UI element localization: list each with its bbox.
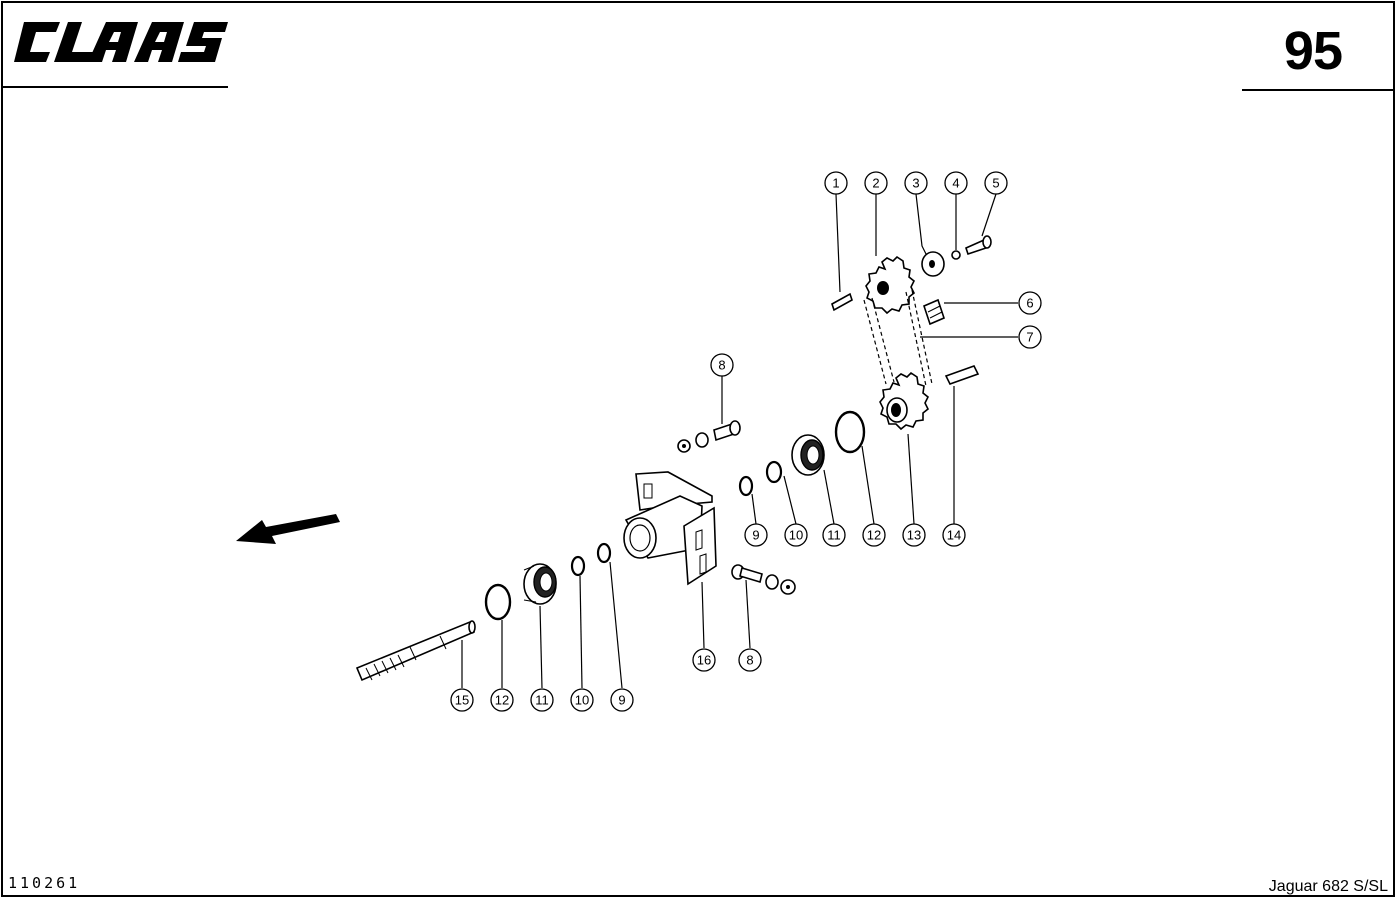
key-14 [944, 365, 980, 385]
callout-label: 8 [718, 358, 725, 373]
callout-label: 15 [455, 693, 469, 708]
callout-10-lower: 10 [570, 688, 594, 712]
circlip-9-upper [738, 475, 754, 497]
callout-label: 6 [1026, 296, 1033, 311]
callout-16: 16 [692, 648, 716, 672]
callout-9-lower: 9 [610, 688, 634, 712]
callout-label: 12 [495, 693, 509, 708]
callout-label: 1 [832, 176, 839, 191]
bearing-housing-part [623, 471, 717, 586]
claas-logo [14, 22, 228, 62]
bolt-set-8-upper [677, 420, 741, 453]
shaft-part [355, 620, 476, 682]
leader-lines [461, 193, 1018, 689]
ring-10-upper [765, 460, 783, 484]
callout-label: 12 [867, 528, 881, 543]
arrow-left-icon [236, 514, 340, 544]
callout-12-upper: 12 [862, 523, 886, 547]
callout-1: 1 [824, 171, 848, 195]
callout-7: 7 [1018, 325, 1042, 349]
callout-8-upper: 8 [710, 353, 734, 377]
callout-label: 11 [827, 528, 841, 543]
circlip-9-lower [596, 542, 612, 564]
bearing-11-upper [791, 434, 825, 476]
callout-15: 15 [450, 688, 474, 712]
key-1 [831, 292, 853, 312]
bearing-11-lower [523, 563, 557, 605]
bolt-5 [965, 235, 992, 256]
sprocket-13 [879, 371, 930, 431]
callout-label: 7 [1026, 330, 1033, 345]
sprocket-2 [865, 255, 916, 315]
chain-link-6 [923, 298, 945, 326]
washer-3 [921, 251, 945, 277]
callout-label: 10 [789, 528, 803, 543]
callout-11-upper: 11 [822, 523, 846, 547]
callout-label: 10 [575, 693, 589, 708]
circlip-12-upper [834, 410, 866, 454]
callout-4: 4 [944, 171, 968, 195]
callout-11-lower: 11 [530, 688, 554, 712]
callout-label: 11 [535, 693, 549, 708]
callout-label: 5 [992, 176, 999, 191]
header-rule-right [1242, 89, 1394, 91]
callout-label: 16 [697, 653, 711, 668]
ring-10-lower [570, 555, 586, 577]
callout-label: 13 [907, 528, 921, 543]
callout-label: 8 [746, 653, 753, 668]
drawing-number: 110261 [8, 874, 81, 892]
lock-washer-4 [951, 250, 961, 260]
callout-14: 14 [942, 523, 966, 547]
callout-6: 6 [1018, 291, 1042, 315]
callout-label: 2 [872, 176, 879, 191]
bolt-set-8-lower [731, 564, 796, 595]
model-label: Jaguar 682 S/SL [1268, 878, 1388, 895]
callout-label: 4 [952, 176, 959, 191]
callout-3: 3 [904, 171, 928, 195]
callout-13: 13 [902, 523, 926, 547]
callout-label: 3 [912, 176, 919, 191]
callout-9-upper: 9 [744, 523, 768, 547]
page-number: 95 [1283, 21, 1343, 81]
callout-5: 5 [984, 171, 1008, 195]
header-rule-left [2, 86, 228, 88]
callout-label: 14 [947, 528, 961, 543]
callout-label: 9 [618, 693, 625, 708]
callout-label: 9 [752, 528, 759, 543]
callout-8-lower: 8 [738, 648, 762, 672]
callout-10-upper: 10 [784, 523, 808, 547]
circlip-12-lower [484, 583, 512, 621]
callout-12-lower: 12 [490, 688, 514, 712]
roller-chain-7 [863, 289, 933, 387]
callout-2: 2 [864, 171, 888, 195]
